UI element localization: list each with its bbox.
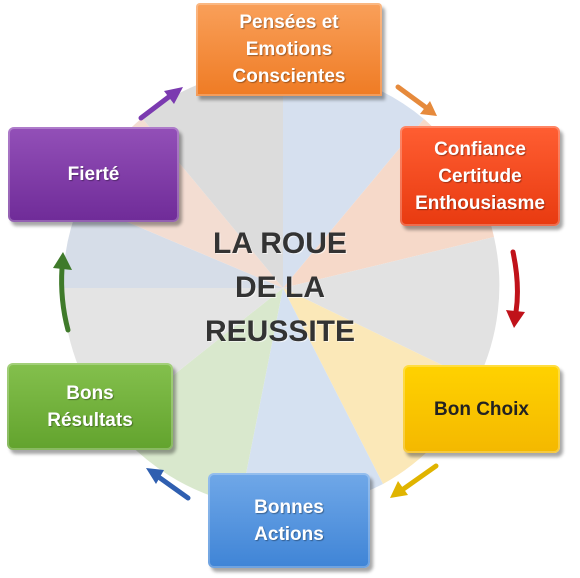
arrow-to-bons-resultats	[146, 468, 191, 501]
step-pensees-emotions: Pensées et Emotions Conscientes	[196, 3, 382, 96]
step-bons-resultats-label: Bons Résultats	[47, 382, 133, 431]
arrow-to-bon-choix	[506, 249, 525, 328]
arrow-to-confiance	[395, 84, 437, 116]
center-title: LA ROUE DE LA REUSSITE	[204, 227, 356, 348]
step-confiance: Confiance Certitude Enthousiasme	[400, 126, 560, 226]
step-confiance-label: Confiance Certitude Enthousiasme	[415, 138, 545, 214]
wheel-segment	[240, 288, 383, 509]
arrow-to-pensees	[138, 87, 183, 121]
step-pensees-emotions-label: Pensées et Emotions Conscientes	[232, 12, 346, 87]
step-bonnes-actions-label: Bonnes Actions	[254, 496, 324, 545]
wheel-segment	[283, 67, 424, 288]
step-bon-choix-label: Bon Choix	[434, 398, 529, 420]
wheel-segment	[62, 202, 284, 288]
wheel-segment	[142, 67, 283, 288]
wheel-segment	[112, 288, 283, 504]
cycle-arrows	[53, 84, 525, 501]
step-bonnes-actions: Bonnes Actions	[208, 473, 370, 568]
wheel-segment	[283, 237, 500, 382]
step-fierte-label: Fierté	[67, 164, 120, 185]
step-fierte: Fierté	[8, 127, 179, 222]
step-bons-resultats: Bons Résultats	[7, 363, 173, 450]
arrow-to-bonnes-actions	[390, 463, 439, 498]
step-bon-choix: Bon Choix	[403, 365, 560, 453]
arrow-to-fierte	[53, 252, 72, 333]
